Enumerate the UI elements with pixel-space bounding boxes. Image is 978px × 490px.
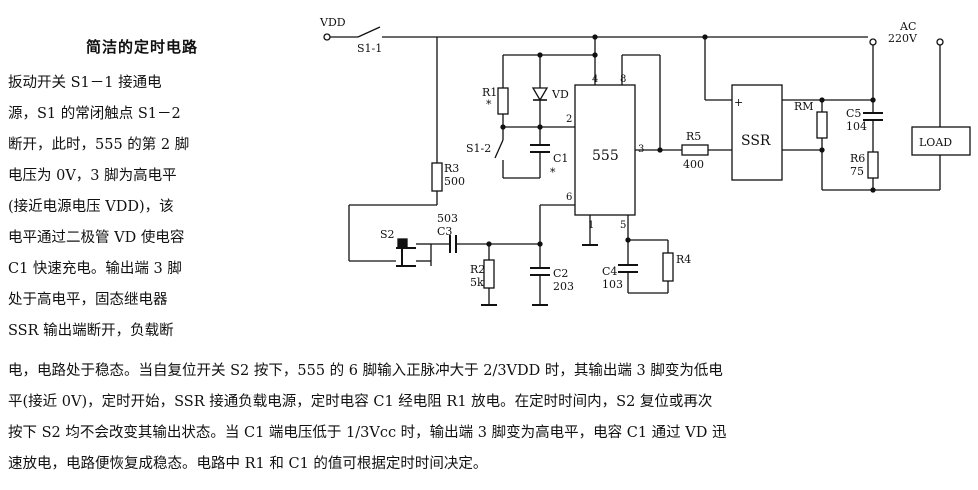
ac-voltage: 220V <box>888 32 918 45</box>
r3-label: R3 <box>444 162 459 175</box>
junction-dot <box>537 52 543 58</box>
text-line: C1 快速充电。输出端 3 脚 <box>8 261 182 277</box>
text-line: SSR 输出端断开，负载断 <box>8 323 174 339</box>
c5-label: C5 <box>846 107 861 120</box>
pin-5-label: 5 <box>620 220 626 231</box>
vdd-terminal <box>323 33 331 41</box>
ac-label: AC <box>899 20 916 33</box>
pin-1-label: 1 <box>588 220 594 231</box>
ssr-label: SSR <box>741 133 771 149</box>
pin-2-label: 2 <box>566 114 572 125</box>
text-line: 电，电路处于稳态。当自复位开关 S2 按下，555 的 6 脚输入正脉冲大于 2… <box>8 363 723 379</box>
pin-8-label: 8 <box>620 74 626 85</box>
junction-dot <box>537 124 543 130</box>
text-line: 按下 S2 均不会改变其输出状态。当 C1 端电压低于 1/3Vcc 时，输出端… <box>8 425 727 441</box>
vd-label: VD <box>551 88 569 101</box>
text-line: 电平通过二极管 VD 使电容 <box>8 230 185 246</box>
junction-dot <box>702 34 708 40</box>
text-line: 速放电，电路便恢复成稳态。电路中 R1 和 C1 的值可根据定时时间决定。 <box>8 456 488 472</box>
c2-label: C2 <box>553 267 568 280</box>
r5-resistor <box>681 144 709 156</box>
r2-resistor <box>483 259 495 289</box>
bottom-paragraph: 电，电路处于稳态。当自复位开关 S2 按下，555 的 6 脚输入正脉冲大于 2… <box>8 356 973 480</box>
pin-6-label: 6 <box>566 192 572 203</box>
junction-dot <box>657 147 663 153</box>
s1-2-label: S1-2 <box>466 142 491 155</box>
junction-dot <box>625 237 631 243</box>
r1-label: R1 <box>482 86 497 99</box>
ac-terminal <box>869 38 877 46</box>
vdd-label: VDD <box>319 16 346 29</box>
r4-resistor <box>662 252 674 282</box>
ssr-box <box>731 84 783 181</box>
r6-resistor <box>867 151 879 179</box>
ic-label: 555 <box>592 148 619 164</box>
text-line: 源，S1 的常闭触点 S1－2 <box>8 106 181 122</box>
text-line: (接近电源电压 VDD)，该 <box>8 199 174 215</box>
s2-label: S2 <box>380 228 395 241</box>
c4-value: 103 <box>602 278 623 291</box>
article-title: 简洁的定时电路 <box>86 38 199 56</box>
junction-dot <box>592 34 598 40</box>
text-line: 处于高电平，固态继电器 <box>8 292 168 308</box>
c3-label: C3 <box>437 225 452 238</box>
c4-label: C4 <box>602 265 617 278</box>
vd-diode <box>531 87 549 102</box>
junction-dot <box>870 187 876 193</box>
text-line: 断开，此时，555 的第 2 脚 <box>8 137 190 153</box>
junction-dot <box>819 147 825 153</box>
r5-label: R5 <box>686 130 701 143</box>
rm-varistor <box>816 111 828 139</box>
s1-1-switch-blade <box>357 26 381 38</box>
s1-1-label: S1-1 <box>357 42 382 55</box>
ac-terminal <box>936 38 944 46</box>
r6-label: R6 <box>850 152 865 165</box>
r2-value: 5k <box>470 276 484 289</box>
text-line: 电压为 0V，3 脚为高电平 <box>8 168 177 184</box>
r1-star: * <box>486 98 492 111</box>
c2-value: 203 <box>553 280 574 293</box>
junction-dot <box>592 52 598 58</box>
ic-555 <box>574 84 636 216</box>
load-box <box>911 126 971 156</box>
ssr-plus: + <box>734 96 743 109</box>
c3-value: 503 <box>437 212 458 225</box>
load-label: LOAD <box>919 136 952 149</box>
r3-value: 500 <box>444 175 465 188</box>
c1-label: C1 <box>553 152 568 165</box>
text-line: 扳动开关 S1－1 接通电 <box>8 75 162 91</box>
text-line: 平(接近 0V)，定时开始，SSR 接通负载电源，定时电容 C1 经电阻 R1 … <box>8 394 713 410</box>
r2-label: R2 <box>470 263 485 276</box>
junction-dot <box>819 97 825 103</box>
s1-2-switch-blade <box>494 139 504 159</box>
rm-label: RM <box>794 100 814 113</box>
r1-resistor <box>497 87 509 115</box>
r4-label: R4 <box>676 253 691 266</box>
r5-value: 400 <box>683 158 704 171</box>
c1-star: * <box>550 166 556 179</box>
r3-resistor <box>431 162 443 192</box>
s2-button-cap <box>397 238 408 249</box>
c5-value: 104 <box>846 120 867 133</box>
junction-dot <box>870 97 876 103</box>
left-paragraph: 扳动开关 S1－1 接通电 源，S1 的常闭触点 S1－2 断开，此时，555 … <box>8 68 278 347</box>
r6-value: 75 <box>850 165 864 178</box>
